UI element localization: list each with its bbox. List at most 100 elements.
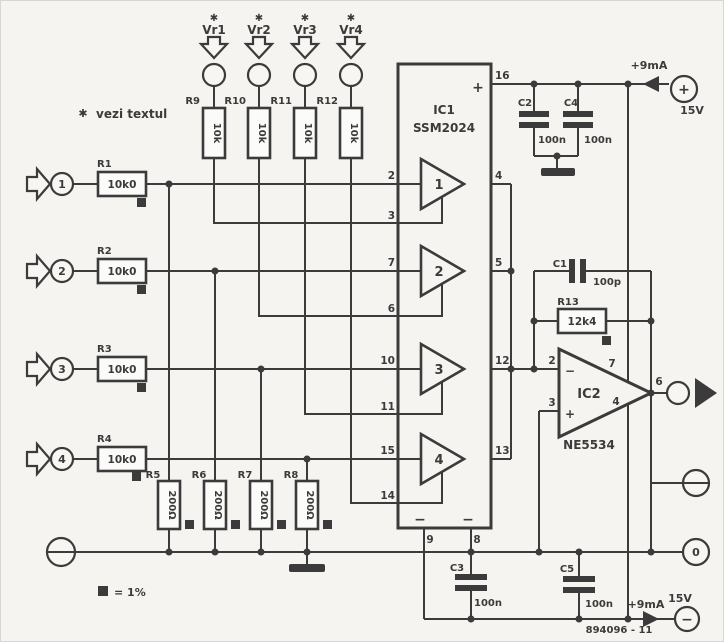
control-vr4: ✱ Vr4 R12 10k (316, 13, 367, 160)
input-arrow-icon (25, 166, 52, 202)
resistor-value: 10k (302, 123, 313, 144)
shunt-r7: R7 200Ω (238, 470, 286, 531)
control-vr1: ✱ Vr1 R9 10k (185, 13, 230, 160)
resistor-body (248, 479, 274, 531)
positive-terminal (669, 74, 699, 104)
current-arrow-icon (643, 76, 659, 92)
resistor-ref: R2 (97, 246, 112, 257)
pin-out: 13 (495, 445, 510, 457)
control-label: Vr4 (339, 23, 363, 37)
output-arrow-icon (695, 378, 717, 408)
resistor-ref: R12 (316, 96, 338, 107)
amp-number: 2 (434, 265, 443, 280)
pin-in: 7 (388, 257, 395, 269)
pin-9: 9 (426, 534, 433, 546)
resistor-ref: R10 (224, 96, 246, 107)
resistor-body (156, 479, 182, 531)
input-arrow-icon (25, 441, 52, 477)
control-terminal (338, 62, 364, 88)
negative-terminal (673, 605, 701, 633)
control-vr2: ✱ Vr2 R10 10k (224, 13, 275, 160)
cap-value: 100n (585, 599, 613, 610)
junction-dots (165, 80, 655, 623)
input-number: 1 (58, 178, 66, 191)
pin-in: 2 (388, 170, 395, 182)
resistor-body (201, 106, 227, 160)
pin-out: 5 (495, 257, 502, 269)
resistor-value: 200Ω (166, 490, 177, 520)
pin-fb: 3 (388, 210, 395, 222)
ic1-ref: IC1 (433, 103, 455, 117)
resistor-body (246, 106, 272, 160)
wire-shunt-lines (168, 184, 308, 564)
resistor-body (96, 257, 148, 285)
resistor-value: 10k0 (108, 179, 137, 191)
resistor-ref: R13 (557, 297, 579, 308)
ground-terminals: 0 (45, 468, 711, 568)
down-arrow-icon (335, 35, 367, 60)
ic2-part: NE5534 (563, 438, 615, 452)
resistor-value: 10k (256, 123, 267, 144)
legend-text: = 1% (114, 586, 146, 599)
doc-number: 894096 - 11 (586, 625, 653, 636)
amp-number: 3 (434, 363, 443, 378)
control-label: Vr3 (293, 23, 317, 37)
cap-ref: C5 (560, 564, 574, 575)
input-terminal (49, 171, 75, 197)
ic1-part: SSM2024 (413, 121, 475, 135)
down-arrow-icon (243, 35, 275, 60)
cap-ref: C4 (564, 98, 578, 109)
input-terminal (49, 446, 75, 472)
ic2-ref: IC2 (577, 387, 600, 402)
amp-triangle (419, 341, 467, 397)
resistor-body (294, 479, 320, 531)
supply-current: +9mA (631, 59, 668, 72)
earth-ground-icon (541, 168, 575, 176)
amp-triangle (419, 243, 467, 299)
tolerance-square-icon (137, 198, 146, 207)
resistor-body (202, 479, 228, 531)
shunt-r6: R6 200Ω (192, 470, 240, 531)
control-label: Vr1 (202, 23, 226, 37)
amp-triangle (419, 431, 467, 487)
resistor-value: 12k4 (568, 316, 597, 328)
tolerance-square-icon (231, 520, 240, 529)
resistor-body (556, 307, 608, 335)
resistor-ref: R6 (192, 470, 207, 481)
negative-supply: +9mA 15V − (628, 592, 701, 633)
earth-ground-icon (289, 564, 325, 572)
feedback-network: C1 100p R13 12k4 (553, 259, 621, 345)
resistor-value: 10k0 (108, 454, 137, 466)
control-label: Vr2 (247, 23, 271, 37)
cap-value: 100p (593, 277, 621, 288)
control-terminal (201, 62, 227, 88)
control-vr3: ✱ Vr3 R11 10k (270, 13, 321, 160)
supply-voltage: 15V (680, 104, 704, 117)
input-terminal (49, 258, 75, 284)
shunt-r8: R8 200Ω (284, 470, 332, 572)
wires (46, 83, 708, 620)
plus-sign: + (678, 82, 690, 98)
input-number: 4 (58, 453, 66, 466)
resistor-ref: R4 (97, 434, 112, 445)
resistor-ref: R9 (185, 96, 200, 107)
positive-supply: +9mA + 15V (631, 59, 705, 117)
ic1-outline (396, 62, 493, 530)
resistor-value: 200Ω (258, 490, 269, 520)
resistor-ref: R11 (270, 96, 292, 107)
cap-value: 100n (474, 598, 502, 609)
input-2: 2 R2 10k0 (25, 246, 148, 294)
ic1: IC1 SSM2024 + − − 16 9 8 1 2 3 4 2 7 6 5… (380, 62, 510, 546)
zero-volt-terminal (681, 537, 711, 567)
resistor-value: 200Ω (304, 490, 315, 520)
input-number: 3 (58, 363, 66, 376)
pin-4: 4 (612, 396, 619, 408)
cap-plate (519, 122, 549, 128)
cap-plate (563, 122, 593, 128)
tolerance-square-icon (137, 285, 146, 294)
resistor-body (96, 445, 148, 473)
resistor-value: 10k0 (108, 266, 137, 278)
pin-7: 7 (608, 358, 615, 370)
cap-plate (580, 259, 586, 283)
